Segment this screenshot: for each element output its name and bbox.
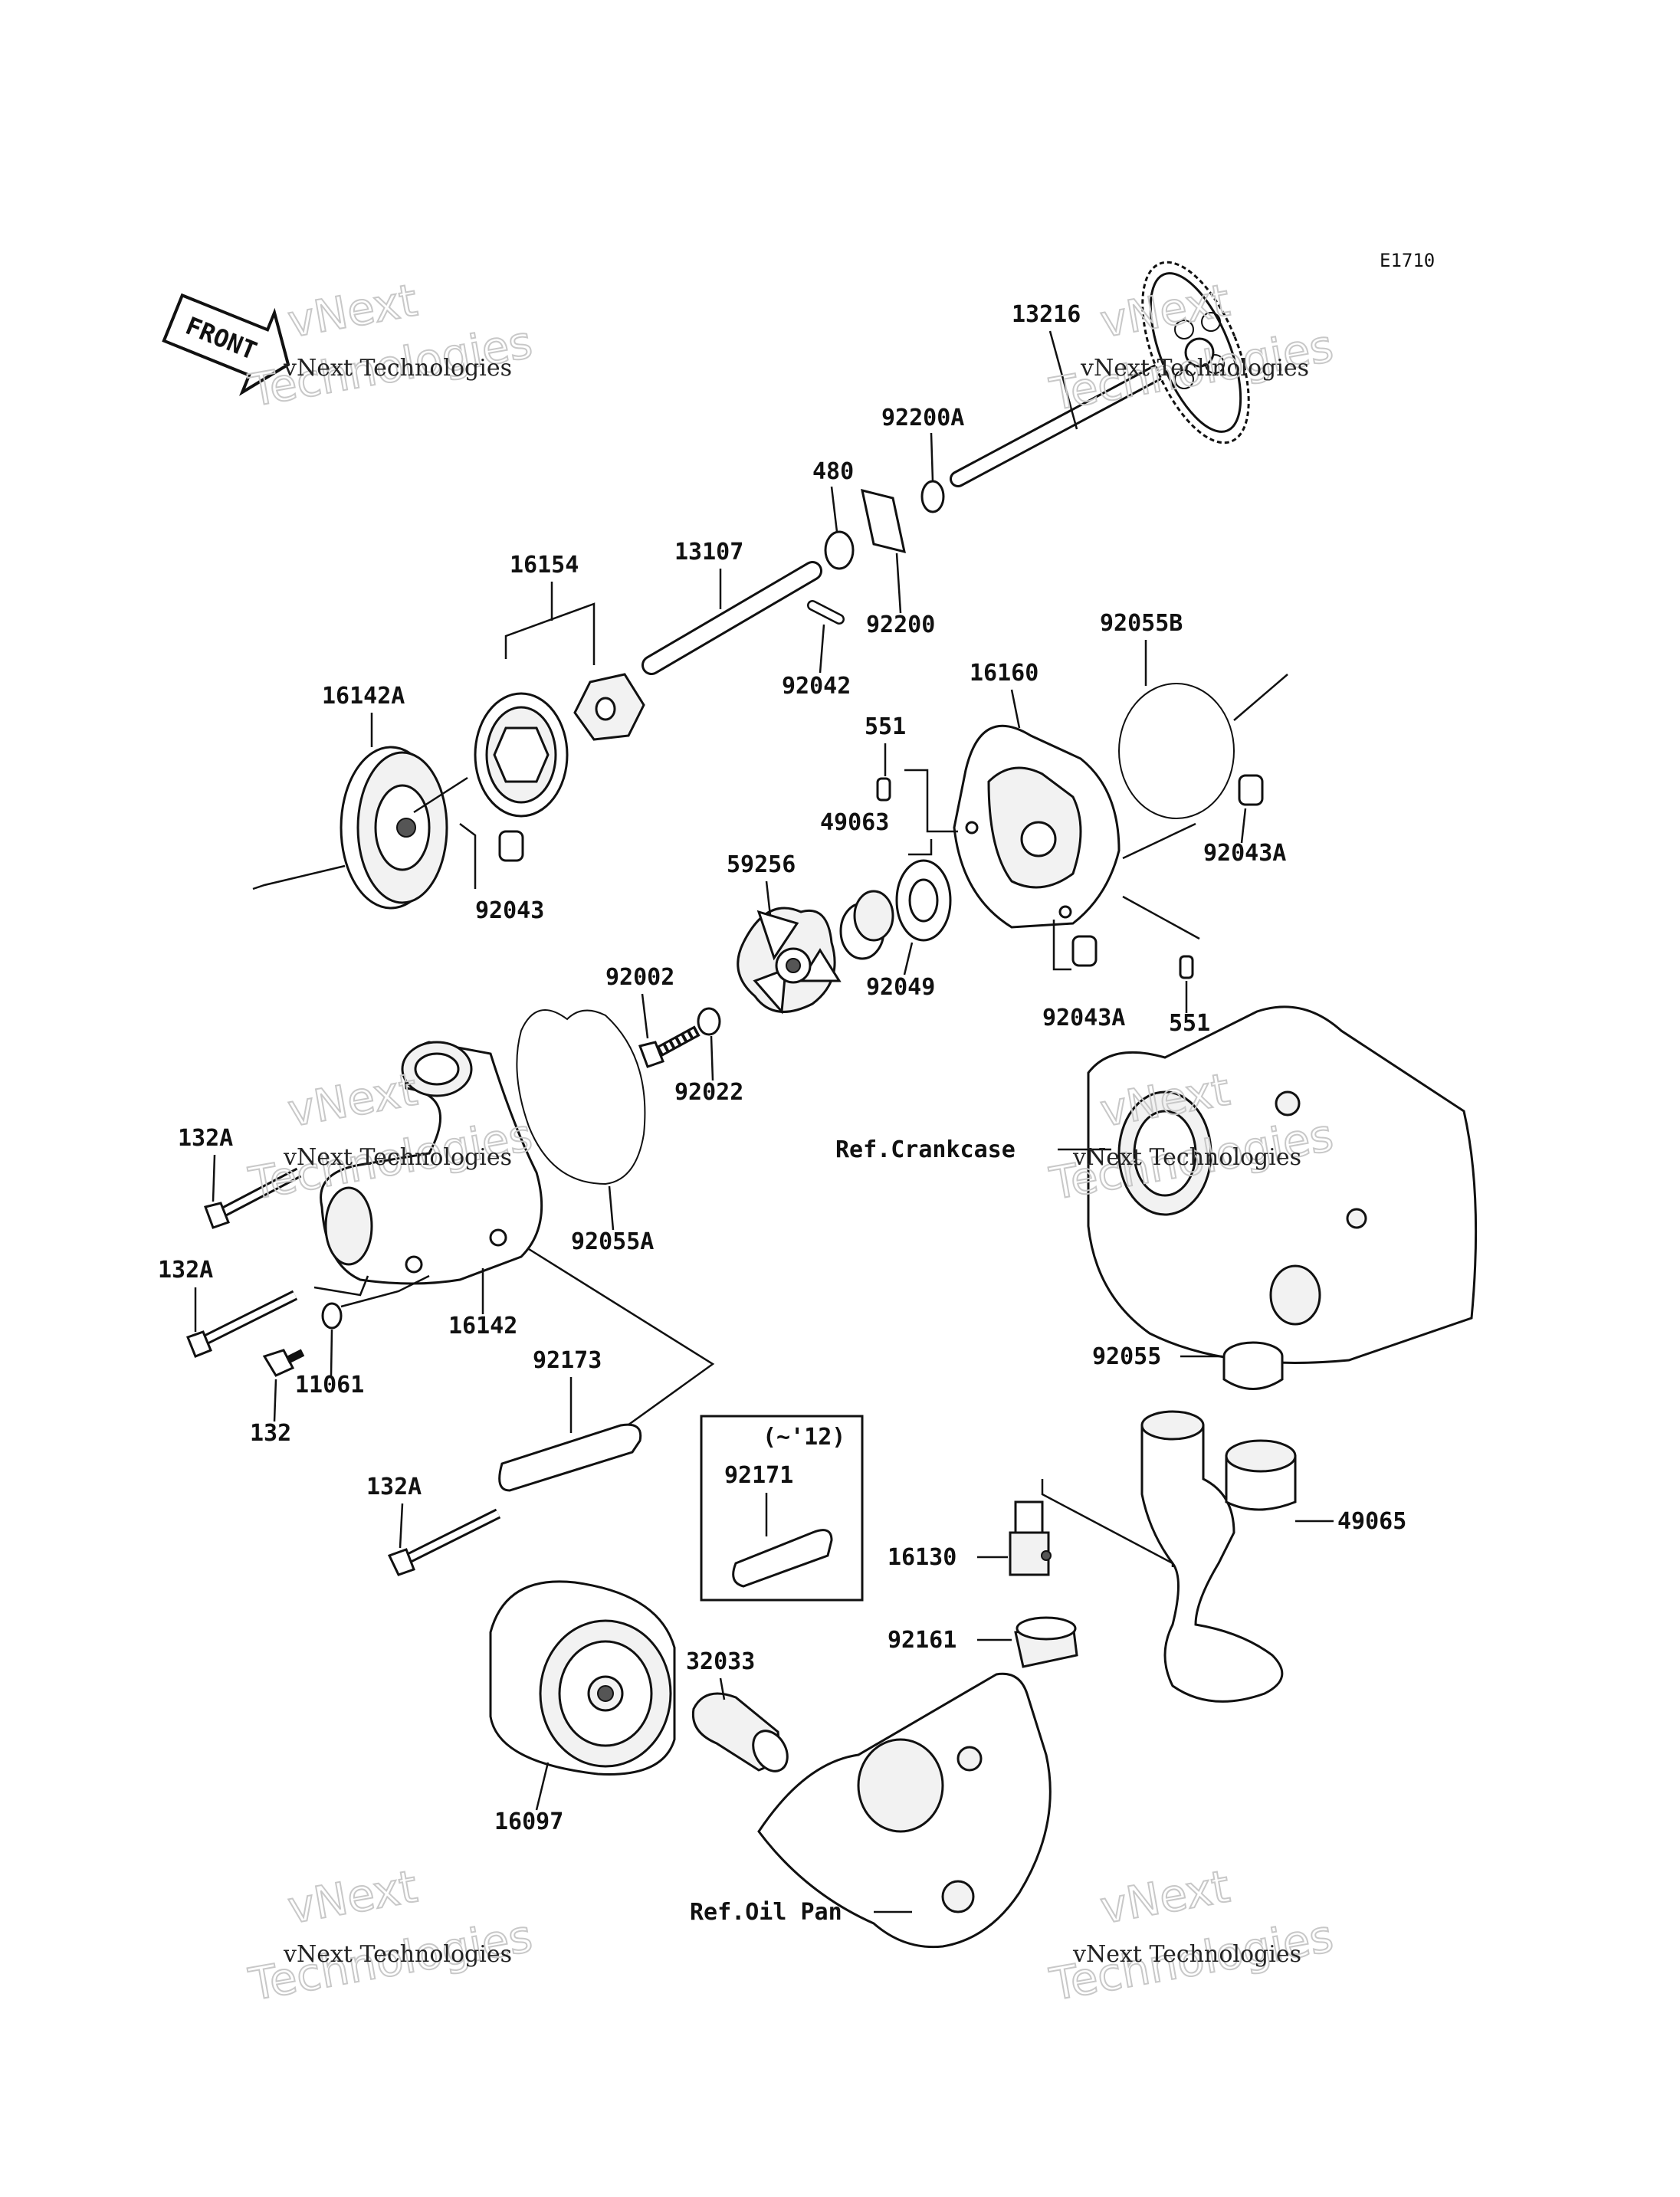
nut-92161 xyxy=(1014,1616,1078,1668)
svg-text:vNext: vNext xyxy=(284,1860,422,1933)
part-label-92200a: 92200A xyxy=(881,405,964,431)
svg-text:vNext Technologies: vNext Technologies xyxy=(1072,1941,1301,1968)
crankcase-reference xyxy=(1087,1005,1478,1364)
part-label-132: 132 xyxy=(250,1420,291,1447)
washer-11061 xyxy=(321,1302,343,1330)
watermark-bottom-right: vNext Technologies vNext Technologies xyxy=(1045,1859,1338,2012)
part-label-16160: 16160 xyxy=(970,660,1039,687)
plate-92200 xyxy=(861,488,906,554)
part-label-32033: 32033 xyxy=(686,1648,755,1675)
part-label-92043a-right: 92043A xyxy=(1203,840,1286,867)
bearing-92049 xyxy=(895,859,952,942)
part-label-92002: 92002 xyxy=(605,964,674,991)
part-label-16142: 16142 xyxy=(448,1313,517,1340)
dowel-pin-551-bottom xyxy=(1179,955,1194,979)
ref-oil-pan: Ref.Oil Pan xyxy=(690,1899,842,1926)
part-label-132a-1: 132A xyxy=(178,1125,233,1152)
part-label-16142a: 16142A xyxy=(322,683,405,710)
dowel-92043a-right xyxy=(1238,774,1264,806)
part-label-13107: 13107 xyxy=(674,539,743,566)
part-label-92022: 92022 xyxy=(674,1079,743,1106)
svg-text:vNext Technologies: vNext Technologies xyxy=(283,1941,512,1968)
oil-pipe-49065 xyxy=(1140,1410,1297,1703)
part-label-49065: 49065 xyxy=(1337,1508,1406,1535)
dowel-pin-551-top xyxy=(876,777,891,802)
o-ring-92055 xyxy=(1222,1341,1284,1390)
part-label-92043a-bottom: 92043A xyxy=(1042,1005,1125,1031)
svg-text:vNext Technologies: vNext Technologies xyxy=(1080,355,1309,382)
pump-housing-16142 xyxy=(320,1041,543,1285)
svg-text:vNext Technologies: vNext Technologies xyxy=(283,1144,512,1171)
svg-text:vNext: vNext xyxy=(284,1063,422,1136)
svg-text:vNext: vNext xyxy=(284,274,422,347)
watermark-top-left: vNext Technologies vNext Technologies xyxy=(244,273,537,418)
oil-filter-16097 xyxy=(489,1580,676,1776)
o-ring-92055b xyxy=(1118,683,1235,819)
part-label-92200: 92200 xyxy=(866,612,935,638)
part-label-11061: 11061 xyxy=(295,1372,364,1399)
part-label-49063: 49063 xyxy=(820,809,889,836)
bolt-92002 xyxy=(638,1025,701,1068)
washer-92200a xyxy=(920,480,945,513)
part-label-16097: 16097 xyxy=(494,1808,563,1835)
part-label-92161: 92161 xyxy=(888,1627,956,1654)
shaft-13107 xyxy=(644,563,820,673)
bracket-92173 xyxy=(498,1423,642,1492)
part-label-551-top: 551 xyxy=(865,713,906,740)
part-label-92042: 92042 xyxy=(782,673,851,700)
part-label-16154: 16154 xyxy=(510,552,579,579)
part-label-92043: 92043 xyxy=(475,897,544,924)
pump-rotor-16154 xyxy=(474,673,645,818)
dowel-92043a-bottom xyxy=(1071,935,1098,967)
watermark-bottom-left: vNext Technologies vNext Technologies xyxy=(244,1859,537,2012)
part-label-92173: 92173 xyxy=(533,1347,602,1374)
inset-note: (~'12) xyxy=(763,1424,845,1451)
part-label-59256: 59256 xyxy=(727,851,796,878)
pump-drive-shaft-gear xyxy=(950,261,1250,487)
circlip-480 xyxy=(824,530,855,570)
washer-92022 xyxy=(697,1007,721,1036)
part-label-92049: 92049 xyxy=(866,974,935,1001)
impeller-59256 xyxy=(737,907,842,1015)
oil-pan-reference xyxy=(757,1672,1052,1949)
part-label-92171: 92171 xyxy=(724,1462,793,1489)
bolt-132 xyxy=(262,1349,295,1377)
dowel-92043 xyxy=(498,830,524,862)
ref-crankcase: Ref.Crankcase xyxy=(835,1136,1016,1163)
bolt-132a-2 xyxy=(186,1290,298,1358)
part-label-551-bottom: 551 xyxy=(1169,1010,1210,1037)
part-label-132a-2: 132A xyxy=(158,1257,213,1284)
pump-body-16142a xyxy=(340,746,448,910)
svg-text:vNext Technologies: vNext Technologies xyxy=(1072,1144,1301,1171)
bolt-132a-3 xyxy=(387,1508,501,1576)
bracket-92171 xyxy=(732,1529,833,1588)
bolt-132a-1 xyxy=(204,1167,302,1229)
part-label-92055: 92055 xyxy=(1092,1343,1161,1370)
part-label-480: 480 xyxy=(812,458,854,485)
part-label-92055a: 92055A xyxy=(571,1228,654,1255)
pump-cover-16160 xyxy=(953,724,1121,929)
o-ring-92055a xyxy=(516,1009,646,1185)
diagram-code: E1710 xyxy=(1380,250,1435,271)
part-label-16130: 16130 xyxy=(888,1544,956,1571)
part-label-13216: 13216 xyxy=(1012,301,1081,328)
mechanical-seal-49063 xyxy=(839,890,894,960)
oil-strainer-32033 xyxy=(691,1692,789,1772)
svg-text:vNext Technologies: vNext Technologies xyxy=(283,355,512,382)
part-label-132a-3: 132A xyxy=(366,1474,422,1500)
svg-text:vNext: vNext xyxy=(1097,1860,1234,1933)
front-arrow-icon: FRONT xyxy=(162,293,290,396)
fitting-16130 xyxy=(1009,1500,1052,1576)
part-label-92055b: 92055B xyxy=(1100,610,1183,637)
